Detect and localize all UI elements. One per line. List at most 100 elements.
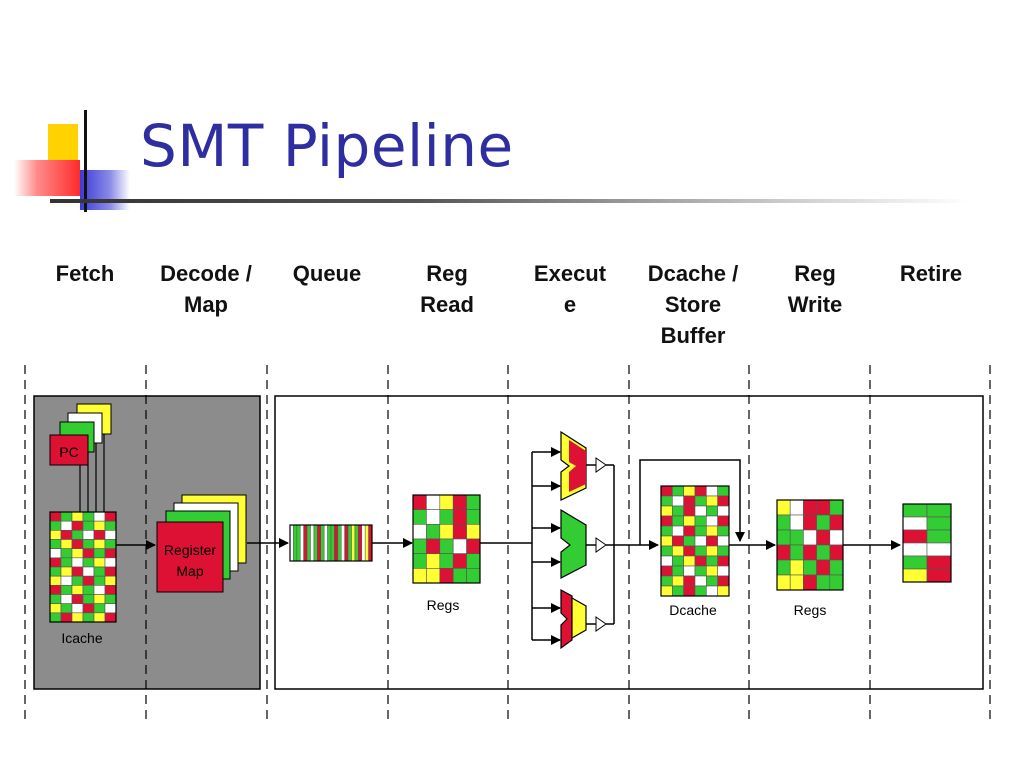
logo-yellow-square [48, 124, 78, 164]
grid-cell [82, 594, 95, 604]
grid-cell [706, 485, 718, 497]
grid-cell [426, 524, 441, 540]
grid-cell [706, 545, 718, 557]
grid-cell [926, 555, 952, 570]
grid-cell [60, 594, 73, 604]
grid-cell [717, 515, 730, 527]
grid-cell [776, 529, 791, 546]
grid-cell [49, 612, 62, 623]
grid-cell [49, 539, 62, 549]
grid-cell [71, 612, 84, 623]
logo-blue-square [80, 170, 130, 210]
logo-vertical-line [84, 110, 87, 212]
grid-cell [926, 529, 952, 544]
grid-cell [717, 495, 730, 507]
grid-cell [672, 545, 684, 557]
grid-cell [717, 485, 730, 497]
grid-cell [60, 520, 73, 531]
grid-cell [672, 565, 684, 577]
grid-cell [829, 529, 844, 546]
grid-cell [60, 566, 73, 577]
grid-cell [71, 566, 84, 577]
grid-cell [93, 566, 106, 577]
grid-cell [412, 553, 427, 569]
grid-cell [104, 511, 117, 522]
grid-cell [683, 585, 696, 597]
grid-cell [803, 499, 817, 516]
grid-cell [683, 535, 696, 547]
grid-cell [660, 575, 673, 587]
grid-cell [452, 553, 467, 569]
grid-border [49, 511, 117, 623]
grid-cell [694, 545, 707, 557]
grid-cell [694, 585, 707, 597]
grid-border [660, 485, 730, 597]
grid-border [902, 503, 952, 583]
retire-grid [902, 503, 952, 583]
grid-cell [717, 505, 730, 517]
grid-cell [71, 585, 84, 595]
queue-cell [344, 524, 349, 562]
grid-cell [672, 515, 684, 527]
grid-cell [49, 557, 62, 568]
grid-cell [49, 511, 62, 522]
queue-cell [341, 524, 345, 562]
grid-cell [93, 539, 106, 549]
grid-cell [60, 603, 73, 614]
queue-cell [300, 524, 304, 562]
grid-cell [776, 499, 791, 516]
queue-cell [347, 524, 352, 562]
grid-cell [672, 495, 684, 507]
grid-cell [902, 555, 928, 570]
grid-cell [816, 574, 831, 591]
grid-cell [82, 566, 95, 577]
queue-cell [361, 524, 366, 562]
grid-cell [694, 525, 707, 537]
grid-cell [71, 530, 84, 540]
grid-cell [694, 535, 707, 547]
grid-cell [60, 585, 73, 595]
grid-cell [452, 524, 467, 540]
grid-cell [660, 505, 673, 517]
grid-cell [104, 548, 117, 559]
grid-cell [706, 565, 718, 577]
grid-cell [49, 585, 62, 595]
grid-cell [426, 494, 441, 510]
grid-cell [816, 514, 831, 531]
queue-cell [306, 524, 311, 562]
grid-cell [902, 542, 928, 557]
reg-read-grid [412, 494, 481, 584]
grid-cell [104, 603, 117, 614]
grid-cell [717, 525, 730, 537]
grid-cell [93, 612, 106, 623]
grid-cell [706, 585, 718, 597]
pc-label: PC [59, 444, 78, 460]
queue-cell [334, 524, 339, 562]
queue-cell [303, 524, 308, 562]
grid-cell [82, 530, 95, 540]
grid-cell [789, 529, 804, 546]
grid-cell [660, 525, 673, 537]
queue-cell [320, 524, 325, 562]
grid-cell [412, 494, 427, 510]
grid-cell [466, 553, 481, 569]
grid-cell [672, 575, 684, 587]
grid-cell [71, 548, 84, 559]
grid-cell [902, 568, 928, 583]
queue-cell [358, 524, 363, 562]
grid-cell [672, 585, 684, 597]
grid-cell [93, 557, 106, 568]
grid-cell [466, 494, 481, 510]
grid-cell [426, 509, 441, 525]
grid-cell [60, 612, 73, 623]
grid-cell [683, 555, 696, 567]
dcache-grid [660, 485, 730, 597]
grid-cell [706, 575, 718, 587]
queue-strip [289, 524, 373, 562]
stage-label-dcache: Dcache / Store Buffer [647, 261, 739, 348]
grid-cell [93, 511, 106, 522]
grid-cell [93, 548, 106, 559]
grid-cell [660, 515, 673, 527]
grid-cell [82, 603, 95, 614]
execute-unit-2 [560, 508, 607, 579]
